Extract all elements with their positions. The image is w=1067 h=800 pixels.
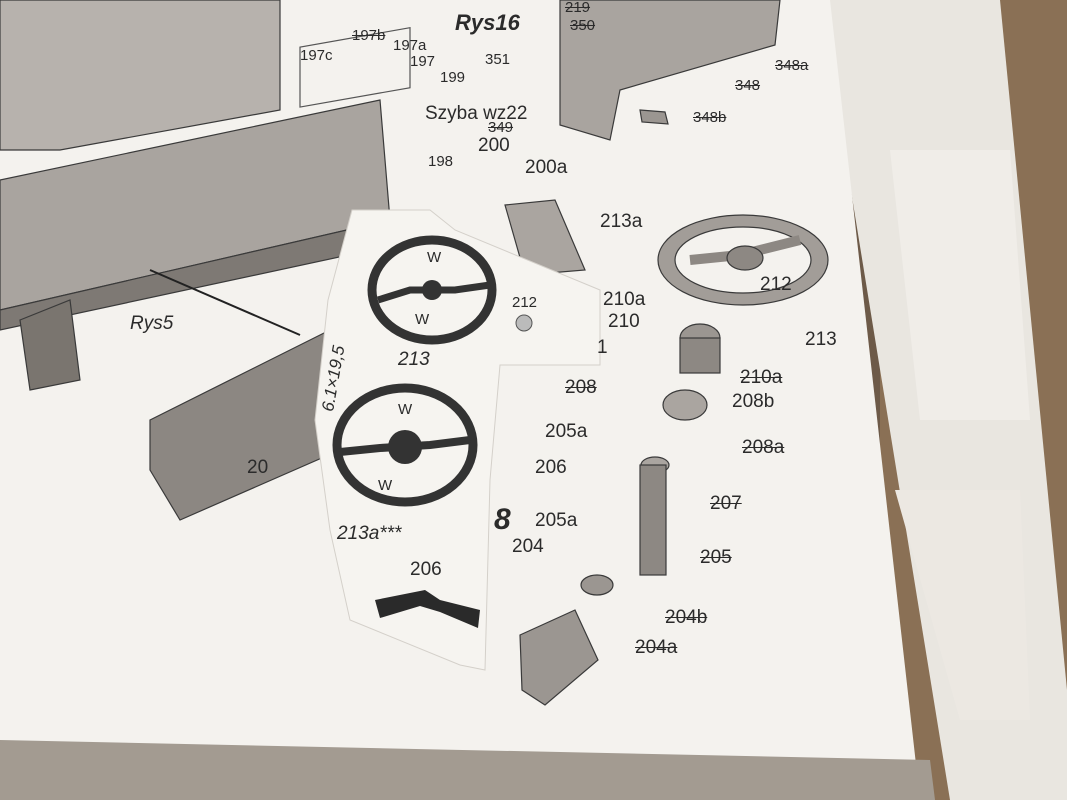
cutout-label-206: 206 [410, 559, 442, 580]
label-197a: 197a [393, 37, 427, 54]
label-204a: 204a [635, 637, 678, 658]
label-212: 212 [760, 274, 792, 295]
label-205: 205 [700, 547, 732, 568]
label-213a: 213a [600, 211, 643, 232]
label-348b: 348b [693, 109, 727, 126]
label-351: 351 [485, 51, 511, 68]
wheel-213-letter-bottom: W [415, 311, 430, 328]
label-348: 348 [735, 77, 761, 94]
label-199: 199 [440, 69, 466, 86]
part-206-print [375, 590, 480, 628]
vehicle-body-drawing [0, 0, 411, 521]
label-219: 219 [565, 0, 591, 16]
label-350: 350 [570, 17, 596, 34]
wheel-213a-hub [388, 430, 422, 464]
label-207: 207 [710, 493, 742, 514]
label-204: 204 [512, 536, 544, 557]
wheel-213a-letter-top: W [398, 401, 413, 418]
wheel-213-letter-top: W [427, 249, 442, 266]
label-208a: 208a [742, 437, 785, 458]
cutout-label-213: 213 [398, 349, 430, 370]
rys5-ref: Rys5 [130, 313, 174, 334]
label-8: 8 [494, 503, 511, 536]
label-200a: 200a [525, 157, 568, 178]
cutout-label-213a: 213a*** [337, 523, 402, 544]
wheel-213-hub [422, 280, 442, 300]
label-210a-bottom: 210a [740, 367, 783, 388]
cutout-label-212: 212 [512, 294, 538, 311]
label-210a-top: 210a [603, 289, 646, 310]
label-204b: 204b [665, 607, 708, 628]
label-197b: 197b [352, 27, 386, 44]
steering-parts-drawing [504, 0, 829, 706]
figure-title: Rys16 [455, 10, 520, 35]
label-206: 206 [535, 457, 567, 478]
label-198: 198 [428, 153, 454, 170]
wheel-213a-letter-bottom: W [378, 477, 393, 494]
label-20: 20 [247, 457, 269, 478]
label-197c: 197c [300, 47, 333, 64]
label-197: 197 [410, 53, 436, 70]
label-208b: 208b [732, 391, 775, 412]
label-210: 210 [608, 311, 640, 332]
glass-note: Szyba wz22 [425, 103, 528, 124]
part-212-dot [515, 314, 533, 332]
label-213: 213 [805, 329, 837, 350]
label-208: 208 [565, 377, 597, 398]
label-205a-top: 205a [545, 421, 588, 442]
label-200: 200 [478, 135, 510, 156]
label-349: 349 [488, 119, 514, 136]
label-348a: 348a [775, 57, 809, 74]
label-1: 1 [597, 337, 608, 358]
label-205a-bottom: 205a [535, 510, 578, 531]
